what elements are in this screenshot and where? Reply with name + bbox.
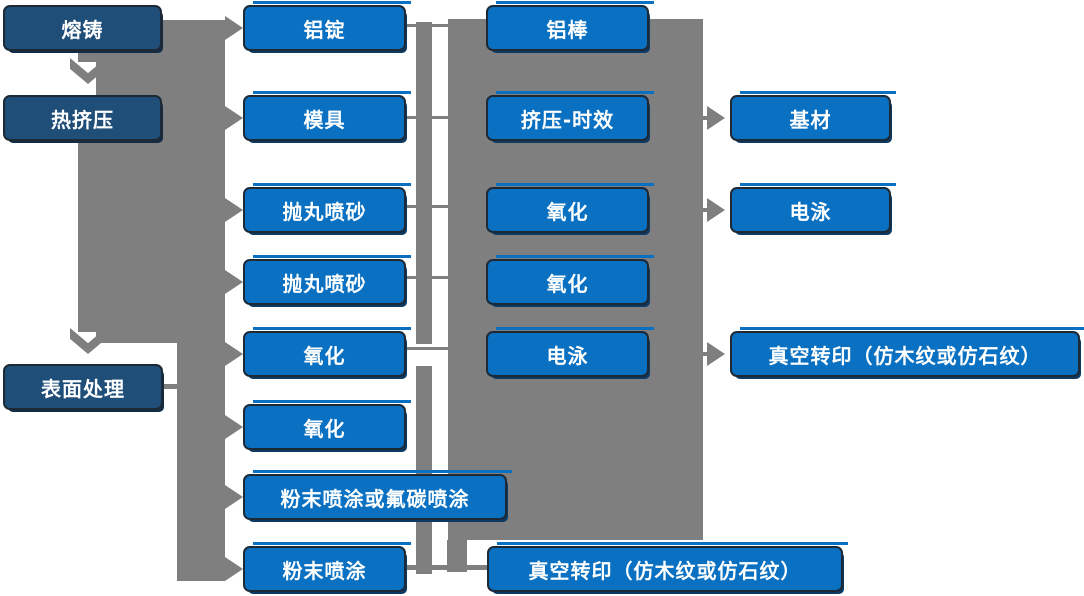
right-arrow-icon bbox=[225, 557, 243, 581]
connector-arrow-tail bbox=[700, 208, 710, 212]
connector-link-line bbox=[403, 116, 450, 119]
connector-middle-bar-top bbox=[416, 22, 432, 344]
connector-stem-surface bbox=[78, 140, 104, 332]
node-powder-coating: 粉末喷涂 bbox=[243, 542, 411, 592]
right-arrow-icon bbox=[707, 342, 725, 366]
node-oxidation-3: 氧化 bbox=[486, 183, 654, 233]
connector-link-line bbox=[403, 205, 450, 208]
node-oxidation-2: 氧化 bbox=[243, 400, 411, 450]
right-arrow-icon bbox=[225, 16, 243, 40]
node-electrophoresis-2: 电泳 bbox=[730, 183, 896, 233]
connector-link-line bbox=[403, 347, 450, 350]
connector-arrow-tail bbox=[700, 116, 710, 120]
right-arrow-icon bbox=[225, 270, 243, 294]
node-base-material: 基材 bbox=[730, 91, 896, 141]
node-surface-treatment: 表面处理 bbox=[3, 364, 163, 410]
node-shot-blasting-1: 抛丸喷砂 bbox=[243, 183, 411, 233]
right-arrow-icon bbox=[225, 415, 243, 439]
connector-link-line bbox=[403, 276, 450, 279]
connector-center-block-descender bbox=[447, 540, 467, 572]
node-melting-casting: 熔铸 bbox=[3, 5, 162, 51]
node-powder-or-fluorocarbon-coating: 粉末喷涂或氟碳喷涂 bbox=[243, 470, 512, 520]
node-vacuum-transfer-printing-1: 真空转印（仿木纹或仿石纹） bbox=[487, 542, 848, 592]
node-mold: 模具 bbox=[243, 91, 411, 141]
node-vacuum-transfer-printing-2: 真空转印（仿木纹或仿石纹） bbox=[730, 327, 1084, 377]
connector-link-line bbox=[403, 24, 450, 27]
right-arrow-icon bbox=[707, 198, 725, 222]
node-shot-blasting-2: 抛丸喷砂 bbox=[243, 255, 411, 305]
connector-arrow-tail bbox=[700, 352, 710, 356]
right-arrow-icon bbox=[225, 342, 243, 366]
node-hot-extrusion: 热挤压 bbox=[3, 95, 162, 141]
connector-left-band bbox=[96, 20, 225, 343]
node-aluminum-rod: 铝棒 bbox=[486, 1, 654, 51]
node-electrophoresis-1: 电泳 bbox=[486, 327, 654, 377]
node-oxidation-4: 氧化 bbox=[486, 255, 654, 305]
right-arrow-icon bbox=[707, 106, 725, 130]
right-arrow-icon bbox=[225, 106, 243, 130]
connector-surface-stub bbox=[162, 384, 178, 389]
node-extrusion-aging: 挤压-时效 bbox=[486, 91, 654, 141]
connector-surface-bar bbox=[177, 343, 225, 581]
right-arrow-icon bbox=[225, 485, 243, 509]
node-oxidation-1: 氧化 bbox=[243, 327, 411, 377]
node-aluminum-ingot: 铝锭 bbox=[243, 1, 411, 51]
right-arrow-icon bbox=[225, 198, 243, 222]
